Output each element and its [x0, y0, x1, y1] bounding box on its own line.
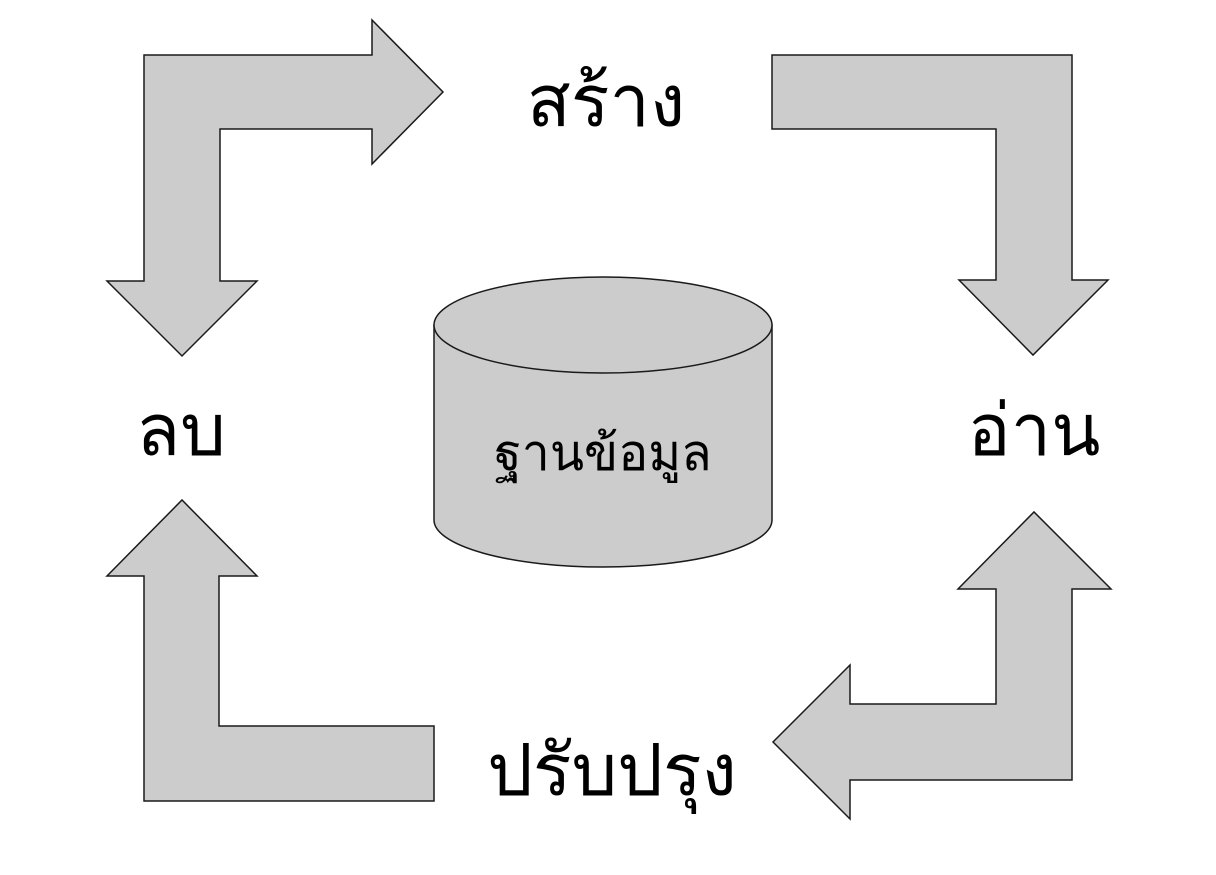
database-cylinder-icon — [433, 276, 773, 568]
create-label: สร้าง — [527, 59, 685, 143]
delete-label: ลบ — [136, 388, 226, 472]
database-body — [433, 324, 773, 568]
arrow-delete-to-create-icon — [105, 18, 445, 358]
arrow-create-to-read-icon — [771, 54, 1110, 357]
update-label: ปรับปรุง — [487, 728, 737, 814]
arrow-update-to-read-icon — [771, 510, 1113, 821]
database-top — [433, 276, 773, 374]
read-label: อ่าน — [968, 388, 1101, 472]
arrow-update-to-delete-icon — [105, 498, 435, 802]
database-label: ฐานข้อมูล — [494, 424, 712, 483]
